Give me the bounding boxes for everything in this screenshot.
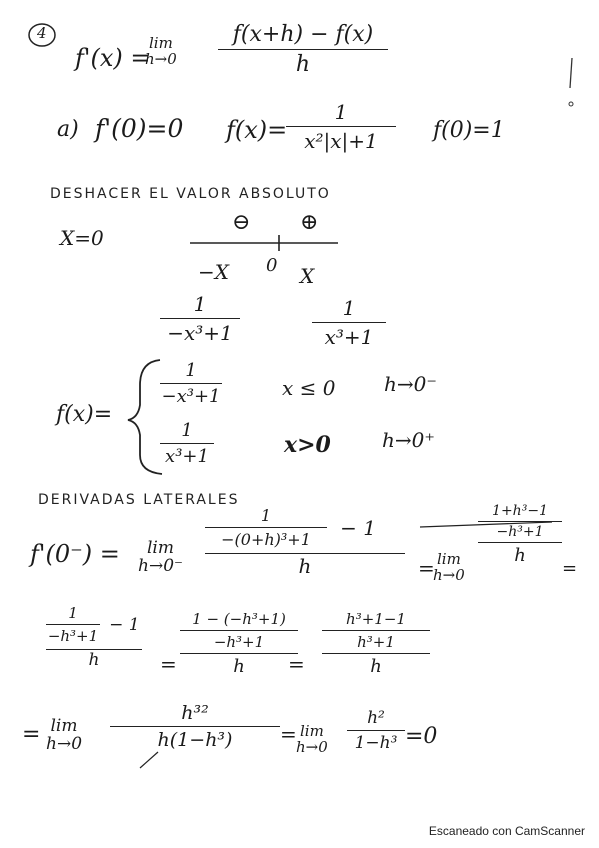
fraction-numerator: 1 <box>334 100 348 124</box>
fraction-denominator: x²|x|+1 <box>304 129 378 153</box>
margin-mark-dot <box>568 101 574 107</box>
final-fraction-2: h² 1−h³ <box>347 708 405 753</box>
left-region-fraction: 1 −x³+1 <box>160 292 240 345</box>
final-result: =0 <box>405 724 438 749</box>
piecewise-brace <box>127 359 163 475</box>
piecewise-lhs: f(x)= <box>56 402 113 427</box>
inner-fraction: 1 −(0+h)³+1 <box>205 506 327 549</box>
fraction-denominator: h <box>295 52 311 77</box>
lim-bottom: h→0 <box>145 49 177 68</box>
part-a-label: a) <box>57 117 79 142</box>
heading-lateral-derivatives: DERIVADAS LATERALES <box>38 492 240 508</box>
piecewise-row2-condition: x>0 <box>284 432 331 458</box>
definition-limit: lim h→0 <box>145 34 177 68</box>
strike-line-2 <box>139 751 159 769</box>
f-of-zero: f(0)=1 <box>433 118 505 143</box>
left-derivative-limit-2: lim h→0 <box>433 550 465 584</box>
margin-mark-line <box>569 57 573 89</box>
part-a-statement: f'(0)=0 <box>95 114 184 143</box>
right-region-label: X <box>300 264 315 288</box>
function-lhs: f(x)= <box>226 116 288 144</box>
piecewise-row1-fraction: 1 −x³+1 <box>160 360 222 407</box>
tail-equals: = <box>562 558 578 579</box>
minus-one: − 1 <box>340 515 376 540</box>
definition-lhs: f'(x) = <box>75 44 151 72</box>
fraction-numerator: f(x+h) − f(x) <box>232 22 374 47</box>
strike-line-1 <box>419 521 553 528</box>
piecewise-row1-condition: x ≤ 0 <box>282 376 336 400</box>
piecewise-row2-limit: h→0⁺ <box>382 428 435 452</box>
equals-sign: = <box>418 556 435 580</box>
final-fraction: h³² h(1−h³) <box>110 702 280 751</box>
final-limit: lim h→0 <box>46 716 83 754</box>
function-fraction: 1 x²|x|+1 <box>286 100 396 153</box>
lim-top: lim <box>148 34 173 52</box>
piecewise-row1-limit: h→0⁻ <box>384 372 437 396</box>
x-equals-zero: X=0 <box>60 226 104 250</box>
problem-number-circle <box>28 23 56 47</box>
minus-sign-icon: ⊖ <box>232 210 251 235</box>
heading-absolute-value: DESHACER EL VALOR ABSOLUTO <box>50 186 331 202</box>
final-limit-2: lim h→0 <box>296 722 328 756</box>
final-equals-2: = <box>280 722 297 746</box>
final-equals: = <box>22 722 41 747</box>
problem-number: 4 <box>37 24 47 42</box>
step-fraction-b: 1 − (−h³+1) −h³+1 h <box>180 610 298 677</box>
rhs-compound-fraction: 1+h³−1 −h³+1 h <box>478 503 562 566</box>
right-region-fraction: 1 x³+1 <box>312 296 386 349</box>
definition-fraction: f(x+h) − f(x) h <box>218 22 388 77</box>
left-derivative-lhs: f'(0⁻) = <box>30 540 120 568</box>
left-derivative-limit: lim h→0⁻ <box>138 538 183 576</box>
big-denominator: h <box>298 554 312 578</box>
camscanner-watermark: Escaneado con CamScanner <box>428 824 585 838</box>
step-fraction-a: 1 −h³+1 − 1 h <box>46 604 146 670</box>
step-fraction-c: h³+1−1 h³+1 h <box>322 610 430 677</box>
step-equals-2: = <box>288 652 305 676</box>
step-equals-1: = <box>160 652 177 676</box>
piecewise-row2-fraction: 1 x³+1 <box>160 420 214 467</box>
left-region-label: −X <box>198 260 229 284</box>
plus-sign-icon: ⊕ <box>300 210 319 235</box>
left-derivative-big-fraction: 1 −(0+h)³+1 − 1 h <box>205 506 415 578</box>
zero-label: 0 <box>266 255 278 276</box>
